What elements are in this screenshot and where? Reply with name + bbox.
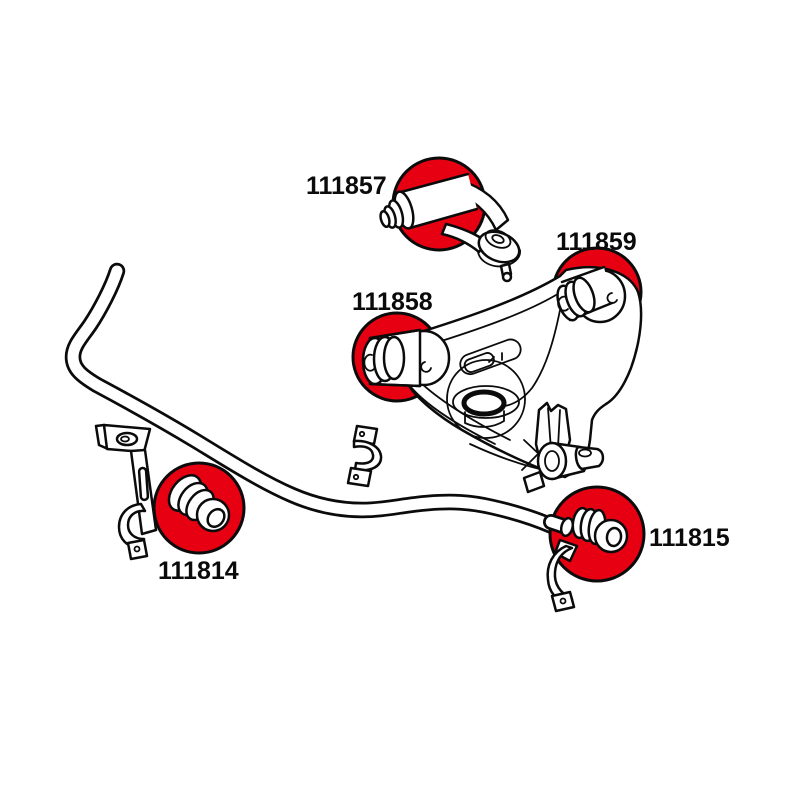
sway-bar-link-bushing-left [152,461,246,555]
upper-control-arm [379,156,521,283]
sway-bar-end-link-bracket [94,423,158,561]
sway-bar-saddle-clamp [346,424,383,488]
end-link-clamp [546,538,579,613]
lower-arm-rear-bushing [556,265,627,324]
sway-bar [64,262,561,535]
sway-bar-link-bushing-right [543,485,646,613]
part-labels: 111857 111858 111859 111814 111815 [158,172,730,585]
knuckle-bracket [521,401,605,494]
lower-arm-front-bushing [361,328,451,388]
lower-control-arm [351,246,643,494]
part-label-111858: 111858 [352,288,433,316]
part-label-111814: 111814 [158,557,239,585]
part-label-111857: 111857 [306,172,387,200]
part-label-111859: 111859 [556,228,637,256]
part-label-111815: 111815 [649,524,730,552]
